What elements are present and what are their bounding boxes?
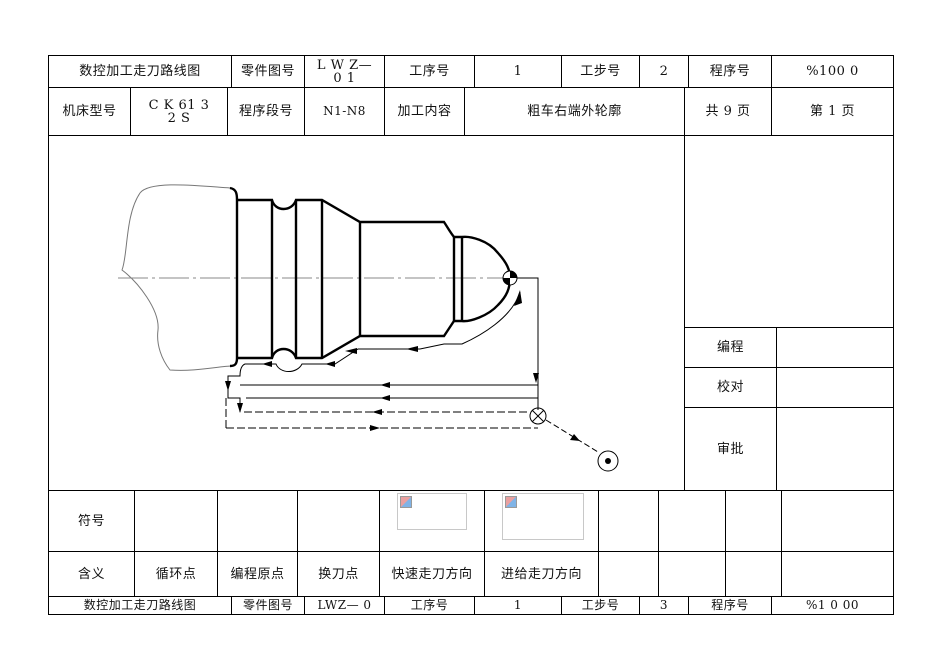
footer-program-no-label: 程序号 <box>711 598 749 612</box>
part-no-label: 零件图号 <box>240 64 295 79</box>
broken-image-icon <box>400 496 412 508</box>
process-no-value: 1 <box>513 64 523 79</box>
broken-image-icon <box>505 496 517 508</box>
footer-part-no-label: 零件图号 <box>242 598 293 612</box>
rapid-direction-symbol-image <box>397 493 467 530</box>
step-no-value: 2 <box>659 64 669 79</box>
program-no-label: 程序号 <box>709 64 751 79</box>
break-line <box>121 184 233 371</box>
meaning-cycle-point: 循环点 <box>155 566 197 582</box>
program-no-value: %100 0 <box>806 64 859 79</box>
process-no-label: 工序号 <box>409 64 450 79</box>
content-label: 加工内容 <box>397 104 452 119</box>
tool-change-point-marker <box>597 450 619 472</box>
machine-model-value: C K 61 3 2 S <box>148 97 210 126</box>
check-label: 校对 <box>716 380 744 395</box>
step-no-label: 工步号 <box>580 64 621 79</box>
footer-program-no-value: %1 0 00 <box>805 598 860 612</box>
meaning-rapid-direction: 快速走刀方向 <box>391 566 473 582</box>
machine-model-label: 机床型号 <box>62 104 117 119</box>
footer-process-no-value: 1 <box>513 598 523 612</box>
arrowheads <box>225 290 580 441</box>
total-pages: 共 9 页 <box>705 104 751 119</box>
programming-label: 编程 <box>716 340 744 355</box>
tool-path <box>225 277 599 453</box>
footer-part-no-value: LWZ— 0 <box>317 598 372 612</box>
feed-direction-symbol-image <box>502 493 584 540</box>
symbol-label: 符号 <box>77 513 105 529</box>
meaning-tool-change-point: 换刀点 <box>318 566 359 582</box>
meaning-feed-direction: 进给走刀方向 <box>500 566 582 582</box>
content-value: 粗车右端外轮廓 <box>527 104 622 119</box>
footer-step-no-label: 工步号 <box>581 598 620 612</box>
footer-step-no-value: 3 <box>659 598 669 612</box>
part-outline <box>229 186 512 368</box>
page-number: 第 1 页 <box>809 104 856 119</box>
program-segment-label: 程序段号 <box>238 104 293 119</box>
footer-process-no-label: 工序号 <box>410 598 449 612</box>
footer-route-map-label: 数控加工走刀路线图 <box>83 598 197 612</box>
tool-path-drawing <box>118 184 619 472</box>
program-origin-marker <box>502 270 518 286</box>
meaning-label: 含义 <box>77 566 105 582</box>
part-no-value: L W Z— 0 1 <box>316 57 373 86</box>
route-map-label: 数控加工走刀路线图 <box>79 64 201 79</box>
cycle-point-marker <box>529 407 547 425</box>
approve-label: 审批 <box>716 441 744 457</box>
meaning-program-origin: 编程原点 <box>230 566 285 582</box>
program-segment-value: N1-N8 <box>323 104 366 118</box>
